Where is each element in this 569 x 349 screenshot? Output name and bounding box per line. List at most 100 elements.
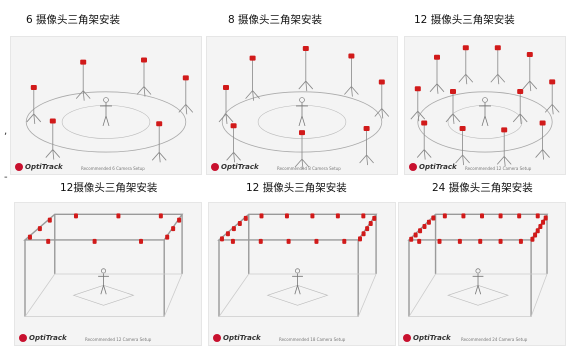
optitrack-logo-icon	[211, 163, 219, 171]
camera-icon	[498, 213, 503, 219]
camera-icon	[541, 219, 546, 225]
camera-icon	[299, 130, 305, 136]
optitrack-logo: OptiTrack	[213, 334, 261, 342]
camera-icon	[501, 127, 508, 133]
camera-icon	[434, 54, 440, 60]
setup-caption: Recommended 24 Camera Setup	[461, 337, 528, 342]
camera-icon	[30, 84, 37, 90]
camera-icon	[494, 45, 501, 51]
tripod-stand	[298, 49, 314, 92]
setup-image-8-tripod: OptiTrack Recommended 8 Camera Setup	[206, 36, 398, 175]
setup-image-6-tripod: OptiTrack Recommended 6 Camera Setup	[10, 36, 202, 175]
tripod-stand	[496, 130, 512, 167]
camera-icon	[478, 238, 483, 244]
person-figure	[472, 273, 484, 295]
tripod-stand	[458, 48, 474, 85]
camera-icon	[73, 213, 78, 219]
person-figure	[296, 102, 308, 127]
person-head	[475, 268, 481, 274]
camera-icon	[457, 238, 462, 244]
tripod-stand	[26, 87, 42, 124]
camera-icon	[459, 126, 466, 132]
camera-icon	[49, 118, 56, 124]
tripod-stand	[75, 62, 91, 101]
tripod-stand	[178, 78, 194, 115]
panel-title-8: 8 摄像头三角架安装	[228, 14, 323, 26]
person-figure	[479, 102, 491, 127]
tripod-stand	[445, 91, 461, 124]
truss-diagram	[217, 213, 378, 317]
camera-icon	[302, 46, 309, 52]
panel-title-24-truss: 24 摄像头三角架安装	[432, 182, 533, 194]
camera-icon	[348, 53, 355, 59]
camera-icon	[538, 224, 543, 230]
person-figure	[292, 273, 303, 295]
tripod-stand	[410, 89, 426, 122]
panel-title-12-truss: 12摄像头三角架安装	[60, 182, 158, 194]
tripod-diagram	[25, 57, 194, 163]
tripod-stand	[512, 91, 528, 124]
person-head	[101, 268, 107, 274]
optitrack-logo-icon	[403, 334, 411, 342]
setup-caption: Recommended 8 Camera Setup	[277, 166, 341, 171]
camera-icon	[37, 226, 42, 232]
truss-floor	[218, 273, 377, 317]
camera-icon	[517, 88, 524, 94]
stray-comma: ,	[4, 126, 8, 137]
camera-icon	[378, 79, 385, 85]
tripod-stand	[429, 57, 445, 94]
camera-icon	[421, 120, 428, 126]
optitrack-logo: OptiTrack	[403, 334, 451, 342]
tripod-stand	[374, 82, 390, 119]
person-head	[295, 268, 301, 274]
truss-top-frame	[217, 213, 378, 241]
camera-icon	[171, 226, 176, 232]
tripod-stand	[544, 82, 560, 115]
camera-icon	[535, 213, 540, 219]
tripod-stand	[226, 126, 241, 163]
camera-icon	[182, 75, 189, 81]
camera-icon	[437, 238, 442, 244]
camera-icon	[518, 238, 523, 244]
tripod-stand	[359, 129, 374, 166]
camera-icon	[243, 215, 248, 221]
tripod-stand	[455, 129, 470, 166]
camera-icon	[158, 213, 163, 219]
tripod-stand	[151, 124, 167, 163]
camera-icon	[237, 221, 242, 227]
optitrack-logo-icon	[15, 163, 23, 171]
camera-icon	[80, 59, 87, 65]
optitrack-logo-icon	[19, 334, 27, 342]
tripod-stand	[136, 60, 152, 97]
tripod-diagram	[410, 45, 560, 167]
camera-icon	[417, 238, 422, 244]
camera-icon	[284, 213, 289, 219]
setup-caption: Recommended 6 Camera Setup	[81, 166, 145, 171]
setup-caption: Recommended 12 Camera Setup	[85, 337, 152, 342]
truss-posts	[218, 214, 377, 317]
camera-icon	[156, 121, 163, 127]
truss-diagram	[23, 213, 184, 317]
optitrack-logo: OptiTrack	[15, 163, 63, 171]
camera-icon	[361, 231, 366, 237]
camera-icon	[535, 228, 540, 234]
camera-icon	[219, 236, 224, 242]
capture-volume-outer	[417, 91, 553, 153]
setup-image-12-truss: OptiTrack Recommended 12 Camera Setup	[14, 202, 202, 346]
camera-icon	[442, 213, 447, 219]
setup-caption: Recommended 18 Camera Setup	[279, 337, 346, 342]
panel-title-12-truss-b: 12 摄像头三角架安装	[246, 182, 347, 194]
camera-icon	[27, 234, 32, 240]
setup-image-12-tripod: OptiTrack Recommended 12 Camera Setup	[404, 36, 566, 175]
camera-icon	[413, 232, 418, 238]
setup-image-24-truss: OptiTrack Recommended 24 Camera Setup	[398, 202, 566, 346]
tripod-stand	[45, 121, 61, 160]
tripod-diagram	[218, 46, 390, 170]
truss-floor	[24, 273, 183, 317]
tripod-stand	[344, 56, 359, 97]
truss-posts	[408, 214, 548, 317]
camera-icon	[372, 215, 377, 221]
truss-diagram	[407, 213, 549, 317]
camera-icon	[258, 238, 263, 244]
tripod-stand	[490, 48, 506, 85]
